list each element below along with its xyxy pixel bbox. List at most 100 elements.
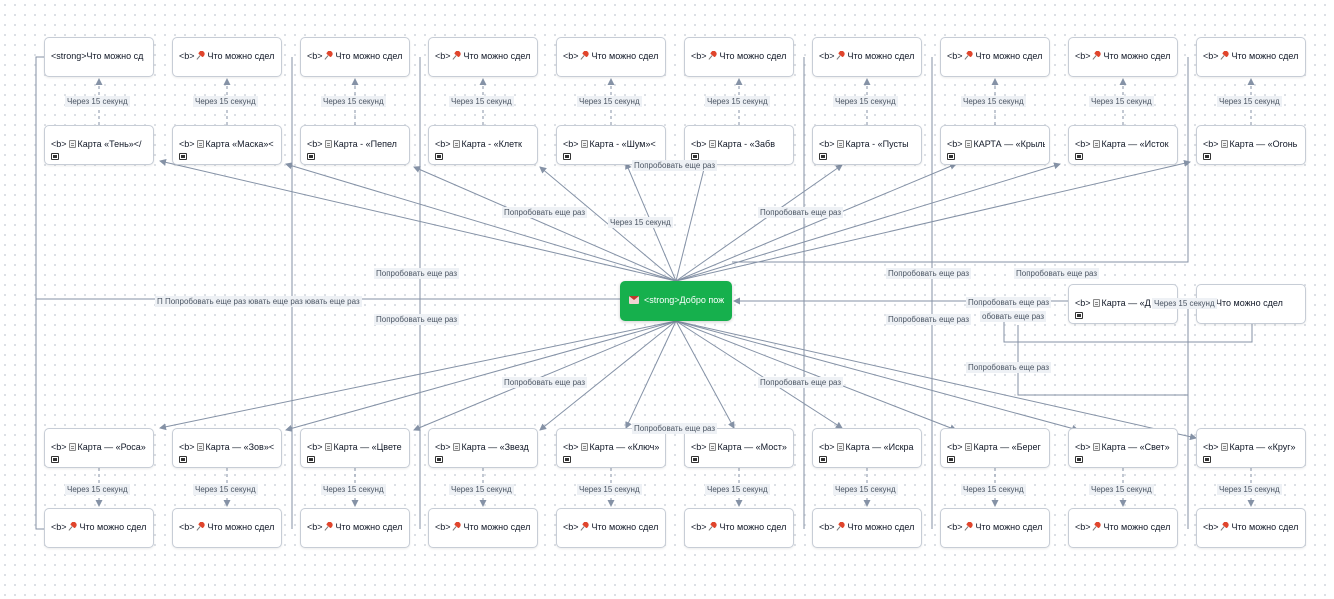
info-node[interactable]: <b>Что можно сдел bbox=[1196, 508, 1306, 548]
card-icon bbox=[580, 443, 588, 451]
tag-prefix: <b> bbox=[1075, 51, 1091, 61]
info-node-mid-label: Что можно сдел bbox=[1203, 298, 1301, 308]
card-node[interactable]: <b>Карта - «Забв bbox=[684, 125, 794, 165]
info-text: Что можно сдел bbox=[847, 51, 915, 61]
info-node[interactable]: <b>Что можно сдел bbox=[1068, 37, 1178, 77]
retry-label: Попробовать еще раз bbox=[374, 268, 460, 279]
card-icon bbox=[1092, 443, 1100, 451]
info-node-label: <b>Что можно сдел bbox=[1203, 51, 1301, 61]
card-node[interactable]: <b>Карта — «Огонь bbox=[1196, 125, 1306, 165]
tag-prefix: <b> bbox=[435, 139, 451, 149]
card-node[interactable]: <b>Карта «Маска»< bbox=[172, 125, 282, 165]
card-node-mid[interactable]: <b>Карта — «Д bbox=[1068, 284, 1178, 324]
card-icon bbox=[324, 443, 332, 451]
info-text: Что можно сдел bbox=[719, 51, 787, 61]
info-node-label: <b>Что можно сдел bbox=[691, 522, 789, 532]
retry-label: Попробовать еще раз bbox=[1014, 268, 1100, 279]
card-node[interactable]: <b>Карта — «Звезд bbox=[428, 428, 538, 468]
info-node[interactable]: <b>Что можно сдел bbox=[684, 508, 794, 548]
info-node[interactable]: <b>Что можно сдел bbox=[44, 508, 154, 548]
card-title: Карта «Маска»< bbox=[205, 139, 274, 149]
card-title: Карта «Тень»</ bbox=[77, 139, 142, 149]
tag-prefix: <b> bbox=[307, 51, 323, 61]
card-node[interactable]: <b>Карта - «Шум»< bbox=[556, 125, 666, 165]
card-node[interactable]: <b>Карта — «Берег bbox=[940, 428, 1050, 468]
card-icon bbox=[68, 443, 76, 451]
tag-prefix: <b> bbox=[563, 51, 579, 61]
card-node[interactable]: <b>Карта — «Исток bbox=[1068, 125, 1178, 165]
info-node[interactable]: <b>Что можно сдел bbox=[1068, 508, 1178, 548]
card-node-label: <b> КАРТА — «Крыль bbox=[947, 139, 1045, 149]
card-node[interactable]: <b>Карта — «Цвете bbox=[300, 428, 410, 468]
info-text: Что можно сдел bbox=[463, 522, 531, 532]
retry-connector bbox=[675, 164, 843, 282]
retry-label: Попробовать еще раз bbox=[502, 207, 588, 218]
info-node[interactable]: <b>Что можно сдел bbox=[172, 37, 282, 77]
preview-icon bbox=[563, 153, 571, 160]
info-text: Что можно сдел bbox=[1231, 522, 1299, 532]
card-node-label: <b>Карта — «Ключ» bbox=[563, 442, 661, 452]
info-node[interactable]: <b>Что можно сдел bbox=[556, 508, 666, 548]
delay-label: Через 15 секунд bbox=[321, 96, 386, 107]
info-node[interactable]: <b>Что можно сдел bbox=[556, 37, 666, 77]
info-node-label: <b>Что можно сдел bbox=[179, 522, 277, 532]
welcome-node[interactable]: <strong>Добро пож bbox=[620, 281, 732, 321]
card-node[interactable]: <b>Карта — «Зов»< bbox=[172, 428, 282, 468]
retry-connector bbox=[675, 162, 1061, 282]
card-title: Карта - «Шум»< bbox=[589, 139, 656, 149]
card-title: Карта - «Клетк bbox=[461, 139, 522, 149]
card-node[interactable]: <b>Карта — «Круг» bbox=[1196, 428, 1306, 468]
retry-label-overlap: П Попробовать еще раз ювать еще раз юват… bbox=[155, 296, 362, 307]
tag-prefix: <b> bbox=[307, 442, 323, 452]
pin-icon bbox=[1093, 522, 1102, 531]
preview-icon bbox=[51, 456, 59, 463]
card-node-label: <b>Карта — «Берег bbox=[947, 442, 1045, 452]
pin-icon bbox=[453, 522, 462, 531]
info-node-label: <b>Что можно сдел bbox=[435, 51, 533, 61]
card-node[interactable]: <b>Карта - «Пепел bbox=[300, 125, 410, 165]
card-node[interactable]: <b>Карта — «Искра bbox=[812, 428, 922, 468]
preview-icon bbox=[179, 153, 187, 160]
info-node[interactable]: <b>Что можно сдел bbox=[1196, 37, 1306, 77]
info-node[interactable]: <b>Что можно сдел bbox=[300, 37, 410, 77]
card-node[interactable]: <b>Карта — «Мост» bbox=[684, 428, 794, 468]
tag-prefix: <b> bbox=[179, 442, 195, 452]
info-node[interactable]: <b>Что можно сдел bbox=[172, 508, 282, 548]
retry-label: Попробовать еще раз bbox=[758, 377, 844, 388]
card-node-label: <b>Карта — «Зов»< bbox=[179, 442, 277, 452]
info-node[interactable]: <b>Что можно сдел bbox=[428, 508, 538, 548]
tag-prefix: <b> bbox=[1203, 442, 1219, 452]
card-node[interactable]: <b> Карта - «Клетк bbox=[428, 125, 538, 165]
frame-right-top bbox=[732, 57, 1189, 263]
info-node-label: <b>Что можно сдел bbox=[1075, 522, 1173, 532]
info-node[interactable]: <b>Что можно сдел bbox=[940, 37, 1050, 77]
tag-prefix: <b> bbox=[947, 139, 963, 149]
info-node-label: <b>Что можно сдел bbox=[947, 522, 1045, 532]
card-node[interactable]: <b> КАРТА — «Крыль bbox=[940, 125, 1050, 165]
info-node[interactable]: <b>Что можно сдел bbox=[812, 508, 922, 548]
card-node-label: <b>Карта - «Пепел bbox=[307, 139, 405, 149]
preview-icon bbox=[691, 153, 699, 160]
info-node[interactable]: <b>Что можно сдел bbox=[940, 508, 1050, 548]
pin-icon bbox=[69, 522, 78, 531]
tag-prefix: <b> bbox=[1075, 139, 1091, 149]
tag-prefix: <b> bbox=[691, 522, 707, 532]
delay-label: Через 15 секунд bbox=[577, 96, 642, 107]
info-node[interactable]: <b>Что можно сдел bbox=[812, 37, 922, 77]
delay-label: Через 15 секунд bbox=[193, 484, 258, 495]
tag-prefix: <b> bbox=[1203, 139, 1219, 149]
card-node[interactable]: <b>Карта — «Роса» bbox=[44, 428, 154, 468]
info-text: Что можно сдел bbox=[975, 522, 1043, 532]
card-title: КАРТА — «Крыль bbox=[973, 139, 1045, 149]
info-node[interactable]: <b>Что можно сдел bbox=[300, 508, 410, 548]
card-node[interactable]: <b>Карта — «Ключ» bbox=[556, 428, 666, 468]
info-node[interactable]: <b>Что можно сдел bbox=[428, 37, 538, 77]
retry-connector bbox=[539, 320, 677, 431]
card-node[interactable]: <b>Карта - «Пусты bbox=[812, 125, 922, 165]
card-node[interactable]: <b>Карта — «Свет» bbox=[1068, 428, 1178, 468]
tag-prefix: <b> bbox=[307, 139, 323, 149]
info-node[interactable]: <b>Что можно сдел bbox=[684, 37, 794, 77]
frame-right-box bbox=[1003, 312, 1253, 343]
info-node[interactable]: <strong>Что можно сд bbox=[44, 37, 154, 77]
card-node[interactable]: <b>Карта «Тень»</ bbox=[44, 125, 154, 165]
